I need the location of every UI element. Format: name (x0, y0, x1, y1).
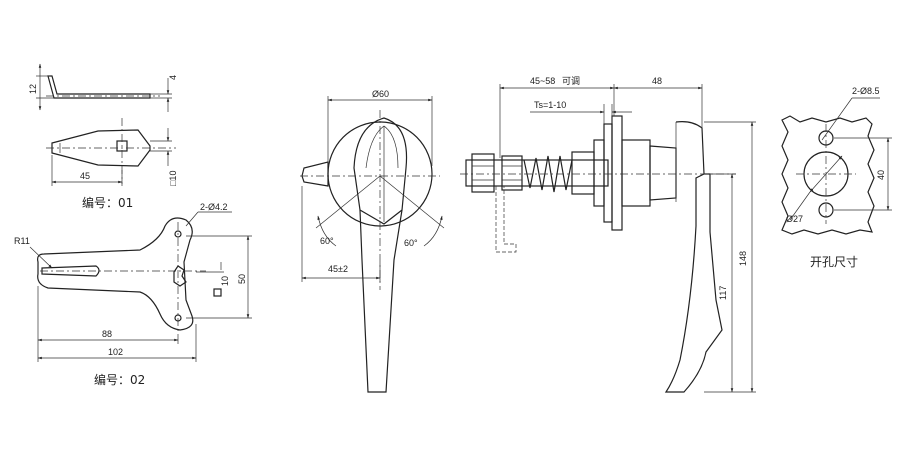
front-view-dim-diameter: Ø60 (372, 89, 389, 99)
side-view-dim-48: 48 (652, 76, 662, 86)
side-view-collar (571, 151, 595, 195)
part-02-square-hole (173, 265, 187, 287)
part-01-dim-45: 45 (80, 171, 90, 181)
part-01-caption: 编号：01 (82, 195, 133, 210)
side-view-dim-range: 45~58 (530, 76, 555, 86)
part-02-dim-hole: 2-Ø4.2 (200, 202, 228, 212)
part-02-drawing: 2-Ø4.2 R11 10 50 88 102 编号：02 (14, 202, 252, 387)
front-view-dim-45: 45±2 (328, 264, 348, 274)
side-view-latch (495, 186, 517, 253)
side-view-nut-1 (471, 153, 495, 193)
cutout-dim-40: 40 (876, 170, 886, 180)
part-01-dim-12: 12 (28, 84, 38, 94)
side-view-dim-117: 117 (718, 286, 728, 300)
side-view-stud (465, 159, 609, 187)
part-02-outline (37, 217, 194, 331)
part-02-caption: 编号：02 (94, 372, 145, 387)
cutout-caption: 开孔尺寸 (810, 255, 858, 269)
side-view-nut-2 (501, 155, 523, 191)
part-01-side-view (47, 75, 151, 99)
part-01-dim-10: □10 (168, 171, 178, 186)
side-view-dim-148: 148 (738, 251, 748, 266)
front-view-key-stub (301, 161, 329, 187)
cutout-panel (781, 115, 875, 235)
front-view-handle-lever (359, 209, 403, 393)
part-01-top-view (51, 129, 151, 167)
front-view-angle-left: 60° (320, 236, 334, 246)
cutout-dim-27: Ø27 (786, 214, 803, 224)
part-02-dim-102: 102 (108, 347, 123, 357)
cutout-drawing: 40 2-Ø8.5 Ø27 开孔尺寸 (781, 86, 892, 269)
front-view-drawing: 60° 60° Ø60 45±2 (300, 89, 445, 393)
side-view-spring (523, 155, 573, 193)
part-02-dim-50: 50 (237, 274, 247, 284)
part-02-dim-r11: R11 (14, 236, 30, 246)
part-02-hole-top (174, 230, 182, 238)
side-view-drawing: 45~58 可调 48 Ts=1-10 117 148 (460, 76, 756, 393)
front-view-angle-right: 60° (404, 238, 418, 248)
side-view-rosette (611, 115, 623, 231)
front-view-handle-head (353, 117, 408, 225)
part-01-drawing: 12 4 45 □10 编号：01 (28, 63, 178, 210)
part-02-dim-10: 10 (220, 276, 230, 286)
part-02-dim-88: 88 (102, 329, 112, 339)
side-view-handle (664, 121, 723, 393)
side-view-dim-range-note: 可调 (562, 76, 580, 86)
part-01-dim-4: 4 (168, 75, 178, 80)
cutout-dim-holes: 2-Ø8.5 (852, 86, 880, 96)
side-view-dim-ts: Ts=1-10 (534, 100, 566, 110)
